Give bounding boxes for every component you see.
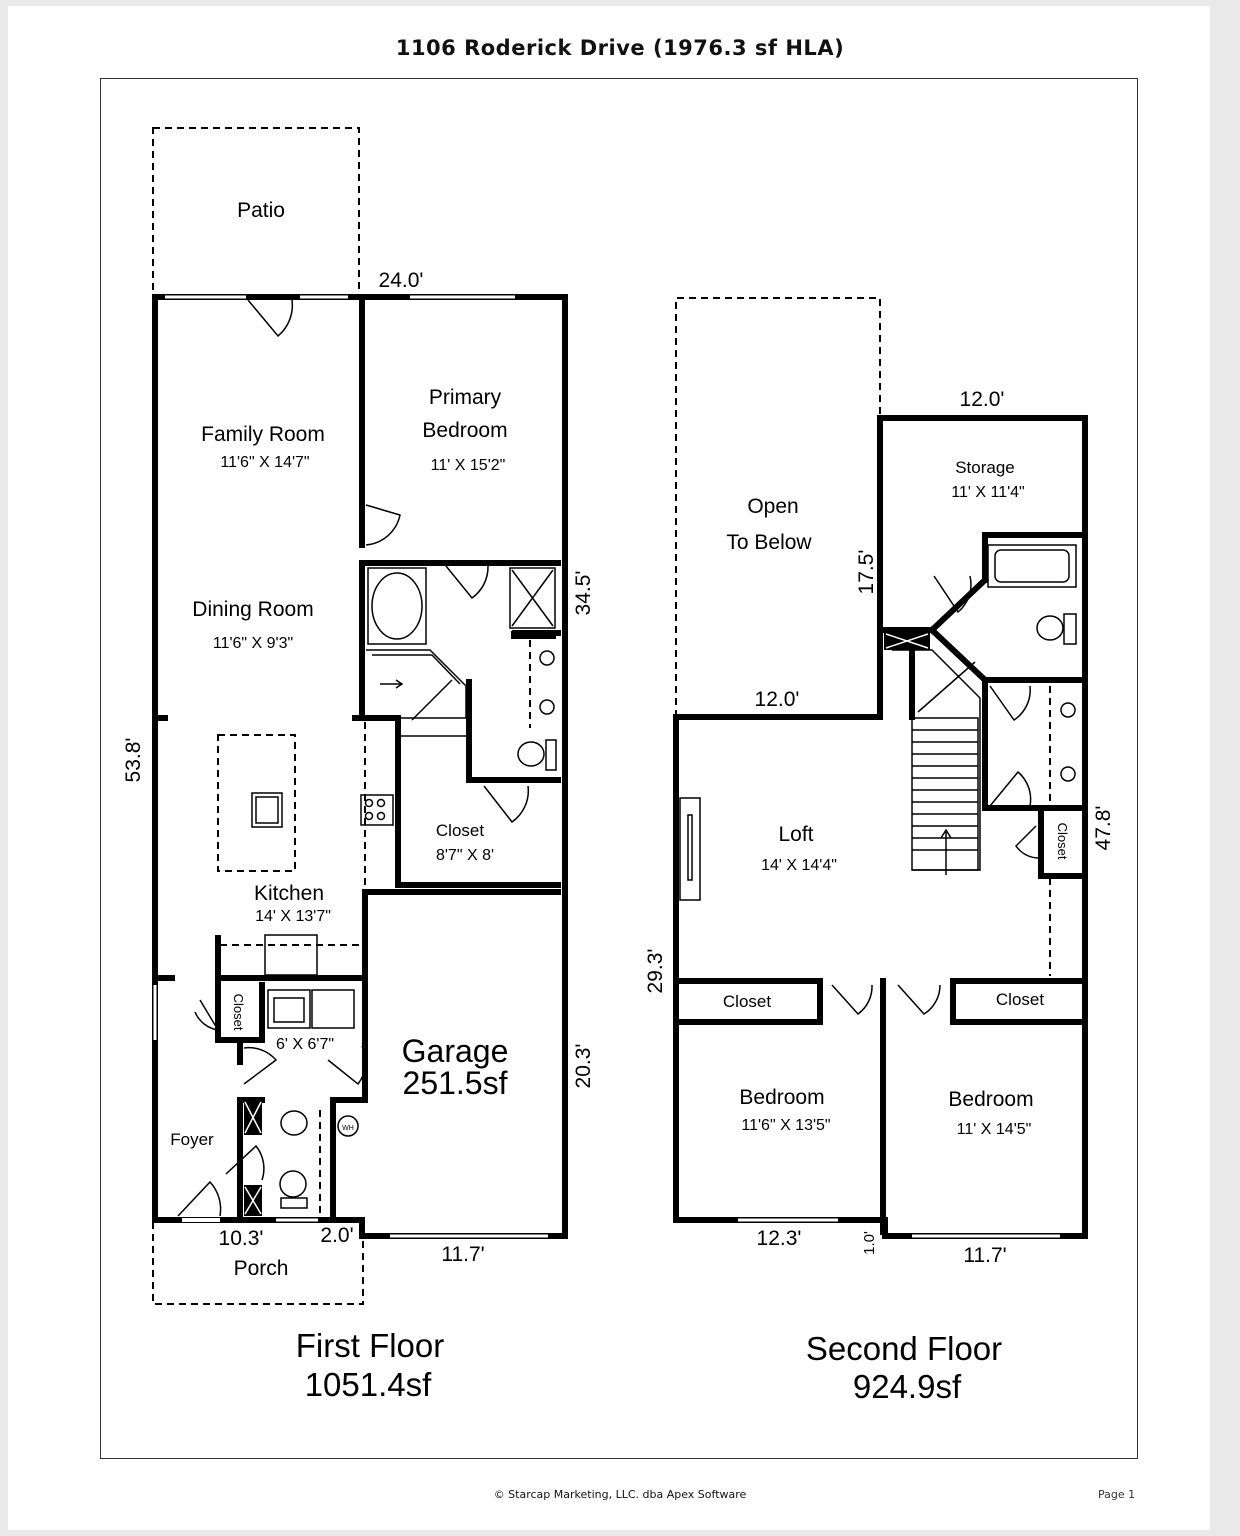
family-room-size: 11'6" X 14'7" <box>220 454 309 471</box>
dim-first-top: 24.0' <box>379 269 424 292</box>
second-floor-title: Second Floor <box>806 1330 1002 1367</box>
water-heater-label: WH <box>342 1125 354 1132</box>
closet-size: 8'7" X 8' <box>436 847 494 864</box>
dim-second-top: 12.0' <box>960 388 1005 411</box>
first-floor-labels: Patio Family Room 11'6" X 14'7" Primary … <box>122 199 595 1403</box>
second-floor-plan: Open To Below Storage 11' X 11'4" Loft 1… <box>644 297 1115 1405</box>
dim-first-right-upper: 34.5' <box>572 571 595 616</box>
small-closet-label: Closet <box>231 994 246 1031</box>
first-floor-plan: Patio Family Room 11'6" X 14'7" Primary … <box>122 127 595 1403</box>
foyer-label: Foyer <box>170 1130 214 1149</box>
storage-label: Storage <box>955 458 1015 477</box>
loft-size: 14' X 14'4" <box>761 857 837 874</box>
stair-treads <box>912 729 978 851</box>
first-floor-exterior-wall <box>152 294 568 1239</box>
dining-room-label: Dining Room <box>192 598 313 621</box>
footer-copyright: © Starcap Marketing, LLC. dba Apex Softw… <box>493 1488 747 1501</box>
dim-first-bottom-left: 10.3' <box>219 1227 264 1250</box>
dining-room-size: 11'6" X 9'3" <box>213 635 293 652</box>
plan-frame <box>100 78 1138 1459</box>
family-room-label: Family Room <box>201 423 325 446</box>
closet-left-label: Closet <box>723 992 771 1011</box>
dim-first-left: 53.8' <box>122 738 145 783</box>
dim-second-bottom-step: 1.0' <box>861 1231 878 1255</box>
dim-second-open-side: 17.5' <box>855 550 878 595</box>
first-floor-windows <box>152 294 548 1239</box>
bedroom-right-size: 11' X 14'5" <box>957 1121 1032 1138</box>
dim-second-loft-top: 12.0' <box>755 688 800 711</box>
open-to-below-line1: Open <box>747 495 798 518</box>
second-floor-interior-walls <box>677 415 1085 1235</box>
second-floor-labels: Open To Below Storage 11' X 11'4" Loft 1… <box>644 388 1115 1405</box>
primary-bedroom-size: 11' X 15'2" <box>431 457 506 474</box>
bedroom-left-label: Bedroom <box>739 1086 824 1109</box>
open-to-below-line2: To Below <box>726 531 812 554</box>
porch-outline <box>152 1222 364 1305</box>
storage-size: 11' X 11'4" <box>951 484 1024 501</box>
primary-bedroom-label-line2: Bedroom <box>422 419 507 442</box>
dim-first-bottom-mid: 2.0' <box>320 1224 353 1247</box>
laundry-size: 6' X 6'7" <box>276 1036 334 1053</box>
garage-area: 251.5sf <box>403 1065 508 1101</box>
bedroom-right-label: Bedroom <box>948 1088 1033 1111</box>
dim-first-right-lower: 20.3' <box>572 1044 595 1089</box>
closet-small-label: Closet <box>1055 823 1070 860</box>
page-sheet <box>8 6 1210 1530</box>
dim-second-right: 47.8' <box>1092 806 1115 851</box>
patio-label: Patio <box>237 199 285 222</box>
dim-second-left: 29.3' <box>644 949 667 994</box>
porch-label: Porch <box>234 1257 289 1280</box>
garage-label: Garage <box>402 1033 509 1069</box>
kitchen-label: Kitchen <box>254 882 324 905</box>
footer-page-number: Page 1 <box>1098 1488 1136 1501</box>
second-floor-area: 924.9sf <box>853 1368 962 1405</box>
closet-right-label: Closet <box>996 990 1044 1009</box>
first-floor-doors <box>177 299 530 1217</box>
second-floor-fixtures <box>679 544 1077 901</box>
first-floor-dashed-lines <box>217 640 531 1215</box>
open-to-below-outline <box>675 297 881 717</box>
first-floor-title: First Floor <box>296 1327 445 1364</box>
closet-label: Closet <box>436 821 484 840</box>
second-floor-windows <box>738 1217 1060 1239</box>
first-floor-fixtures <box>244 567 557 1216</box>
patio-outline <box>152 127 360 298</box>
loft-label: Loft <box>778 823 813 846</box>
document-title: 1106 Roderick Drive (1976.3 sf HLA) <box>395 36 845 60</box>
bedroom-left-size: 11'6" X 13'5" <box>741 1117 830 1134</box>
primary-bedroom-label-line1: Primary <box>429 386 502 409</box>
first-floor-area: 1051.4sf <box>305 1366 432 1403</box>
second-floor-doors <box>831 575 1039 1016</box>
dim-second-bottom-right: 11.7' <box>963 1244 1006 1267</box>
kitchen-size: 14' X 13'7" <box>255 908 331 925</box>
dim-first-bottom-right: 11.7' <box>441 1243 484 1266</box>
dim-second-bottom-left: 12.3' <box>757 1227 802 1250</box>
